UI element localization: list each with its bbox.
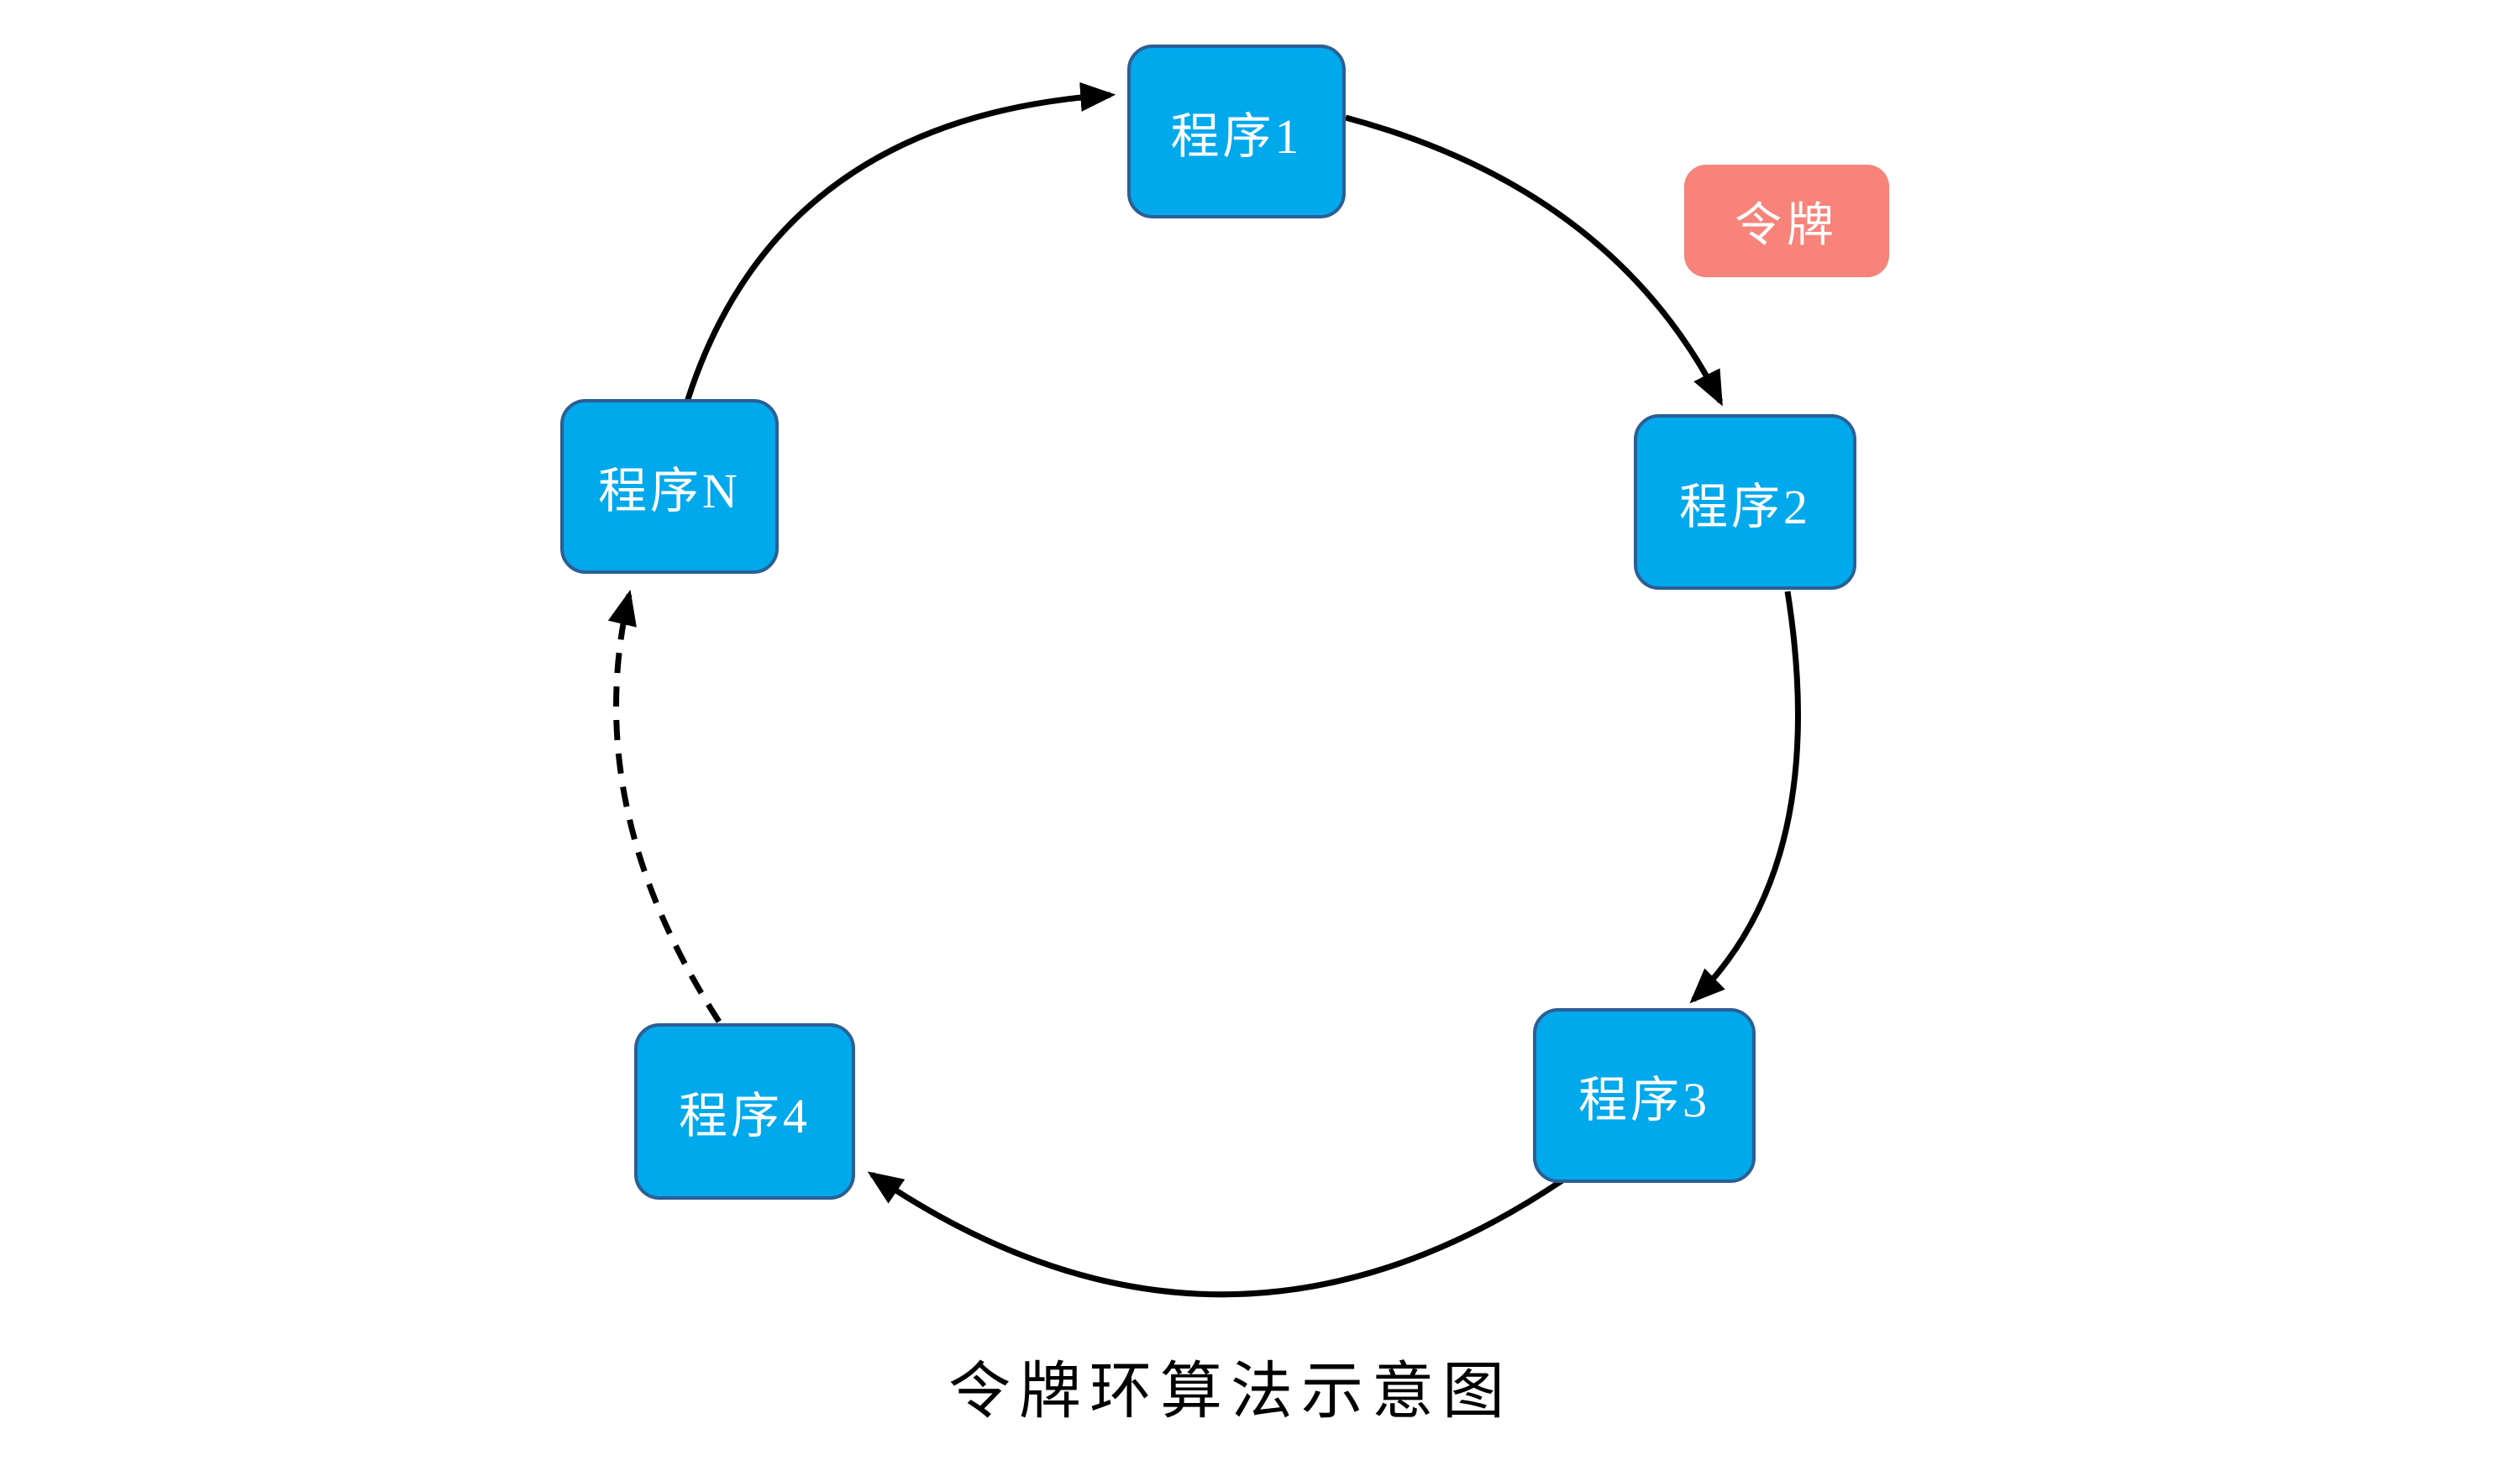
arrow-program4-to-programN-dashed	[607, 589, 722, 1023]
arrow-program3-to-program4	[867, 1171, 1564, 1298]
arrow-program2-to-program3	[1689, 591, 1801, 1004]
node-program-4: 程序4	[634, 1023, 855, 1200]
node-program-3: 程序3	[1533, 1008, 1756, 1183]
diagram-title: 令牌环算法示意图	[948, 1358, 1513, 1427]
node-program-2: 程序2	[1634, 414, 1856, 590]
node-program-3-label: 程序3	[1578, 1073, 1710, 1127]
arrow-program1-to-program2	[1345, 114, 1724, 407]
node-program-1-label: 程序1	[1170, 108, 1303, 164]
node-program-2-label: 程序2	[1678, 479, 1811, 534]
node-program-N-label: 程序N	[598, 464, 741, 518]
token-badge: 令牌	[1684, 165, 1889, 277]
node-program-1: 程序1	[1127, 45, 1346, 218]
node-program-N: 程序N	[560, 399, 779, 574]
token-badge-label: 令牌	[1735, 199, 1839, 252]
node-program-4-label: 程序4	[678, 1089, 811, 1143]
arrow-programN-to-program1	[681, 81, 1116, 412]
